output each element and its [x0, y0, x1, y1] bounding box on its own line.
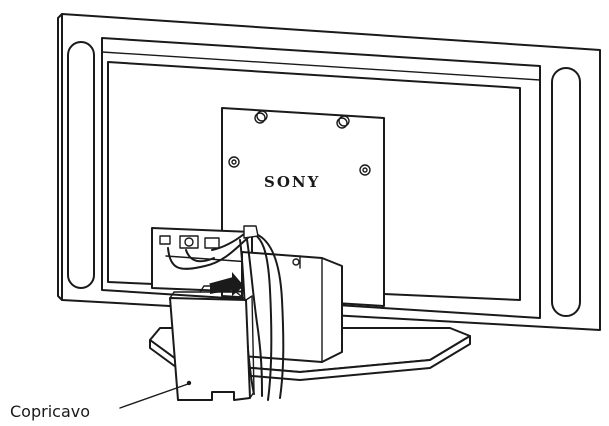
- brand-logo: SONY: [264, 173, 320, 191]
- screw-top-left: [254, 112, 266, 124]
- connector-left: [159, 235, 171, 245]
- callout-label: Copricavo: [10, 402, 90, 421]
- screw-mid-left: [228, 156, 240, 168]
- neck-screw: [292, 258, 300, 266]
- screw-top-right: [336, 117, 348, 129]
- screw-mid-right: [359, 164, 371, 176]
- callout-leader-line: [119, 383, 189, 409]
- left-speaker: [67, 41, 95, 289]
- insert-arrow: [209, 272, 244, 296]
- stand-neck: [241, 251, 343, 363]
- right-speaker: [551, 67, 581, 317]
- connector-right: [204, 237, 220, 249]
- cable-cover: [169, 285, 255, 401]
